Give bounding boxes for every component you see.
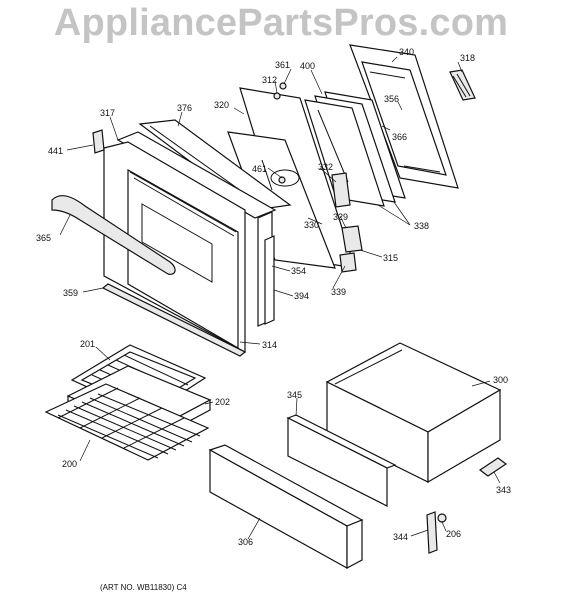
label-354: 354 xyxy=(291,266,306,276)
label-306: 306 xyxy=(238,537,253,547)
label-345: 345 xyxy=(287,390,302,400)
label-376: 376 xyxy=(177,103,192,113)
part-345 xyxy=(286,414,397,507)
part-318 xyxy=(449,69,476,101)
label-320: 320 xyxy=(214,100,229,110)
part-340-frame xyxy=(349,44,459,189)
label-206: 206 xyxy=(446,529,461,539)
label-202: 202 xyxy=(215,397,230,407)
label-394: 394 xyxy=(294,291,309,301)
label-343: 343 xyxy=(496,485,511,495)
label-340: 340 xyxy=(399,47,414,57)
part-338-glass xyxy=(304,91,406,207)
label-330: 330 xyxy=(304,220,319,230)
label-312: 312 xyxy=(262,75,277,85)
part-306-drawer-front xyxy=(208,444,364,570)
label-338: 338 xyxy=(414,221,429,231)
label-318: 318 xyxy=(460,53,475,63)
part-343 xyxy=(478,457,508,477)
label-356: 356 xyxy=(384,94,399,104)
part-door-panel xyxy=(103,141,246,354)
label-361: 361 xyxy=(275,60,290,70)
part-394 xyxy=(264,235,275,325)
callout-labels: 340 318 361 400 312 356 320 317 376 366 … xyxy=(36,47,511,592)
part-361-312-screws xyxy=(273,82,287,184)
part-332 xyxy=(331,172,351,208)
label-461: 461 xyxy=(252,164,267,174)
part-359 xyxy=(101,283,247,357)
label-400: 400 xyxy=(300,61,315,71)
part-365-handle xyxy=(51,195,176,275)
part-344 xyxy=(426,511,438,554)
label-314: 314 xyxy=(262,340,277,350)
label-441: 441 xyxy=(48,146,63,156)
watermark-text: AppliancePartsPros.com xyxy=(53,2,509,44)
label-365: 365 xyxy=(36,233,51,243)
label-344: 344 xyxy=(393,532,408,542)
label-315: 315 xyxy=(383,253,398,263)
label-329: 329 xyxy=(333,212,348,222)
part-441 xyxy=(92,129,105,154)
label-332: 332 xyxy=(318,162,333,172)
label-201: 201 xyxy=(80,339,95,349)
label-200: 200 xyxy=(62,459,77,469)
part-206 xyxy=(437,513,447,523)
label-317: 317 xyxy=(100,108,115,118)
part-200-oven-rack xyxy=(44,383,210,461)
label-339: 339 xyxy=(331,287,346,297)
leader-lines xyxy=(59,56,501,540)
part-300-drawer xyxy=(325,342,502,484)
art-number-label: (ART NO. WB11830) C4 xyxy=(100,583,187,592)
label-300: 300 xyxy=(493,375,508,385)
label-359: 359 xyxy=(63,288,78,298)
label-366: 366 xyxy=(392,132,407,142)
